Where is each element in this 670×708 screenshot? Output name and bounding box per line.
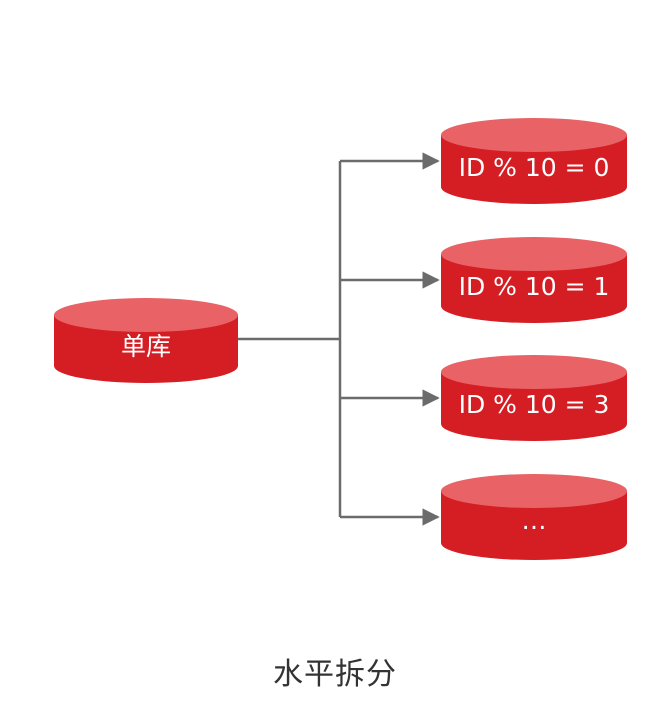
shard-database-cylinder-2: ID % 10 = 3 <box>441 355 627 441</box>
source-database-label: 单库 <box>121 332 171 361</box>
diagram-caption: 水平拆分 <box>273 657 397 692</box>
shard-label-2: ID % 10 = 3 <box>459 390 610 419</box>
shard-database-cylinder-0: ID % 10 = 0 <box>441 118 627 204</box>
shard-label-1: ID % 10 = 1 <box>459 272 610 301</box>
connectors <box>238 152 440 526</box>
shard-database-cylinder-3: … <box>441 474 627 560</box>
shard-label-0: ID % 10 = 0 <box>459 153 610 182</box>
shard-label-3: … <box>522 506 547 535</box>
shard-database-cylinder-1: ID % 10 = 1 <box>441 237 627 323</box>
source-database-cylinder: 单库 <box>54 298 238 383</box>
